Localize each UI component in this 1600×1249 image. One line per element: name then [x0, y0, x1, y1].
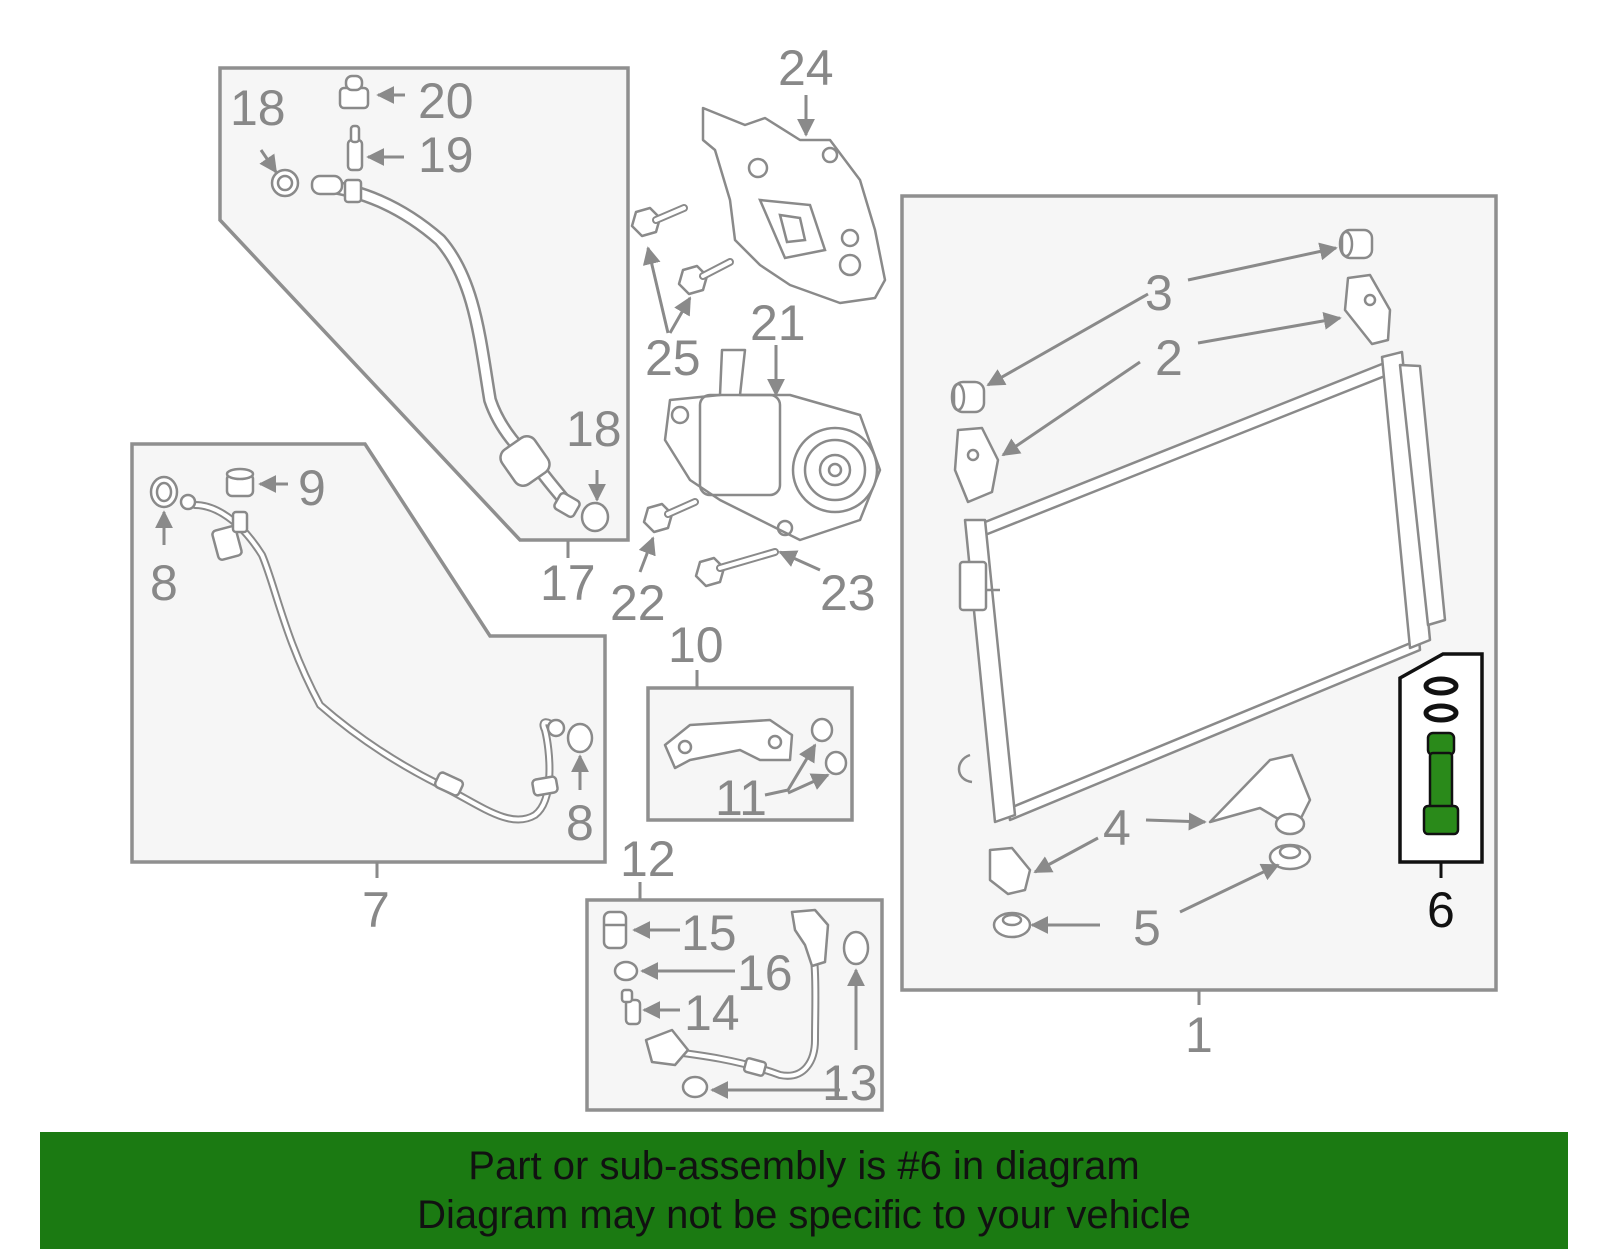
part-21-compressor: 21	[663, 295, 882, 542]
info-banner: Part or sub-assembly is #6 in diagram Di…	[40, 1132, 1568, 1249]
part-11-seal-upper	[810, 717, 834, 743]
part-14-valve-core	[620, 988, 642, 1026]
callout-4: 4	[1103, 800, 1131, 856]
part-3-insulator-lower	[950, 380, 986, 414]
part-9-cap	[225, 467, 255, 498]
callout-22: 22	[610, 575, 666, 631]
callout-7: 7	[362, 882, 390, 938]
callout-21: 21	[750, 295, 806, 351]
part-16-seal	[613, 960, 639, 982]
callout-18-bottom: 18	[566, 401, 622, 457]
callout-6-highlighted: 6	[1427, 882, 1455, 938]
part-23-bolt: 23	[694, 548, 876, 621]
part-2-bracket-lower	[953, 426, 1000, 504]
part-18-seal-upper	[270, 168, 300, 198]
callout-20: 20	[418, 73, 474, 129]
part-8-seal-right	[566, 722, 594, 754]
callout-24: 24	[778, 40, 834, 96]
callout-8-right: 8	[566, 795, 594, 851]
callout-17: 17	[540, 555, 596, 611]
part-5-grommet-right	[1268, 843, 1312, 871]
callout-23: 23	[820, 565, 876, 621]
callout-2: 2	[1155, 330, 1183, 386]
panel-10-bracket-kit: 10 11	[646, 617, 854, 826]
banner-line-1: Part or sub-assembly is #6 in diagram	[468, 1144, 1140, 1188]
callout-9: 9	[298, 460, 326, 516]
callout-5: 5	[1133, 900, 1161, 956]
panel-17-suction-hose: 18 20 19 18 17	[218, 66, 630, 611]
part-24-compressor-bracket: 24	[701, 40, 887, 305]
part-3-insulator-upper	[1338, 228, 1374, 260]
part-13-seal-right	[842, 930, 870, 966]
part-6-desiccant-kit-highlighted: 6	[1398, 652, 1484, 938]
callout-3: 3	[1145, 265, 1173, 321]
part-8-seal-left	[149, 475, 179, 509]
part-25-bolts: 25	[630, 204, 734, 386]
callout-1: 1	[1185, 1007, 1213, 1063]
part-20-cap	[338, 74, 370, 110]
callout-16: 16	[737, 945, 793, 1001]
part-22-bolt: 22	[610, 498, 699, 631]
callout-13: 13	[822, 1055, 878, 1111]
callout-11: 11	[715, 770, 767, 826]
part-1-condenser	[957, 350, 1447, 824]
callout-19: 19	[418, 127, 474, 183]
callout-10: 10	[668, 617, 724, 673]
part-4-bracket-left	[988, 846, 1032, 896]
part-11-seal-lower	[824, 750, 848, 776]
part-4-bracket-right	[1208, 753, 1312, 836]
panel-1-condenser-assembly: 3 2 4 5 1 6	[900, 194, 1498, 1063]
banner-line-2: Diagram may not be specific to your vehi…	[417, 1193, 1191, 1237]
callout-14: 14	[684, 985, 740, 1041]
callout-8-left: 8	[150, 555, 178, 611]
part-2-bracket-upper	[1343, 273, 1392, 346]
callout-25: 25	[645, 330, 701, 386]
part-13-seal-bottom	[681, 1075, 709, 1099]
callout-15: 15	[681, 905, 737, 961]
panel-12-line-kit: 12 15 16 14 13	[585, 831, 884, 1112]
part-18-seal-lower	[580, 501, 610, 533]
callout-18-top: 18	[230, 80, 286, 136]
callout-12: 12	[620, 831, 676, 887]
part-19-valve	[346, 124, 364, 172]
panel-7-liquid-line: 9 8 8 7	[130, 442, 607, 938]
part-5-grommet-left	[992, 911, 1032, 939]
part-15-valve	[602, 910, 628, 950]
